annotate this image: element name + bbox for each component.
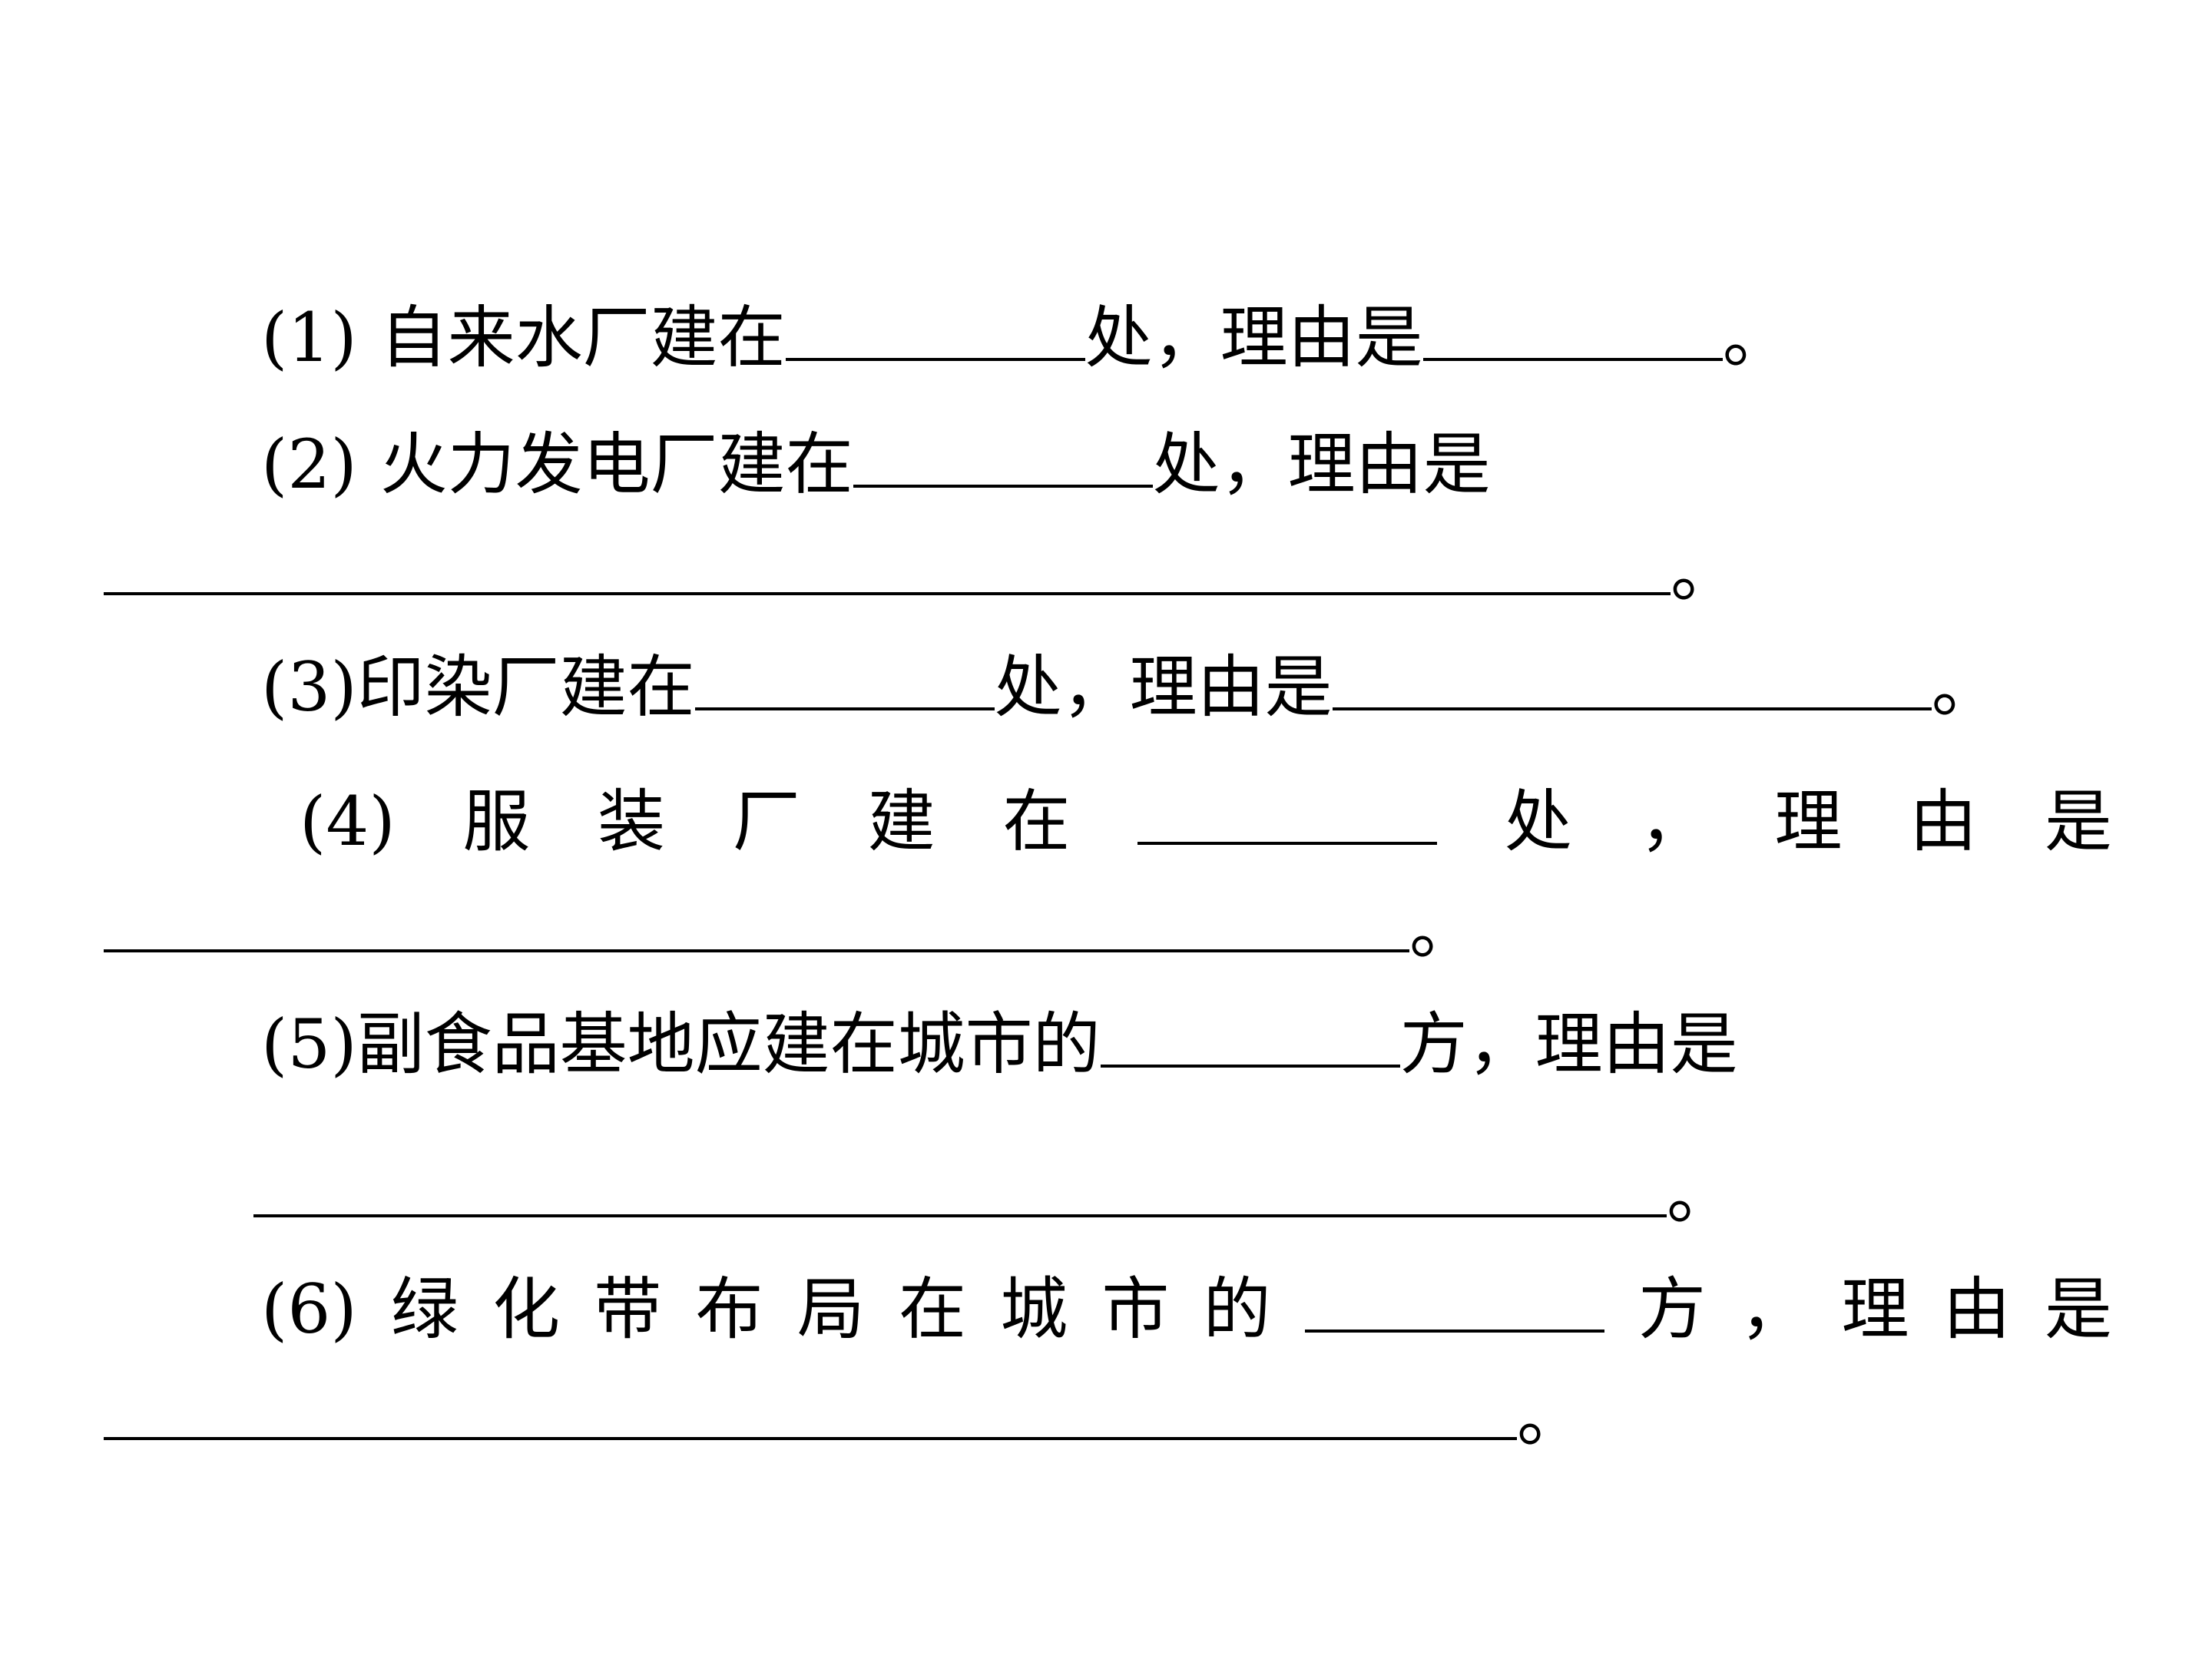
q6-end: 。 [1517, 1377, 1585, 1456]
q6-char-9: 的 [1203, 1270, 1271, 1349]
q6-reason-char-3: 是 [2044, 1270, 2112, 1349]
q5-blank-reason[interactable] [253, 1161, 1667, 1217]
q6-char-4: 布 [695, 1270, 763, 1349]
q3-text-b: 处，理由是 [994, 647, 1333, 727]
q5-number: (5) [261, 1005, 357, 1084]
q6-blank-direction[interactable] [1304, 1276, 1604, 1333]
q5-text-b: 方，理由是 [1399, 1005, 1738, 1084]
q6-number: (6) [261, 1270, 357, 1349]
q1-blank-location[interactable] [785, 304, 1085, 361]
q4-comma: ， [1639, 782, 1707, 861]
q4-end: 。 [1409, 889, 1478, 969]
question-6: (6) 绿 化 带 布 局 在 城 市 的 方 ， 理 由 是 [261, 1267, 2112, 1352]
q5-blank-direction[interactable] [1100, 1011, 1400, 1068]
q6-direction-char: 方 [1638, 1270, 1707, 1349]
q1-text-a: 自来水厂建在 [379, 298, 786, 377]
q6-char-6: 在 [898, 1270, 966, 1349]
question-4-continued: 。 [104, 887, 1477, 972]
q4-reason-char-3: 是 [2044, 782, 2112, 861]
q4-location-char: 处 [1504, 782, 1572, 861]
q4-reason-char-2: 由 [1909, 782, 1978, 861]
q4-char-2: 装 [598, 782, 666, 861]
q6-reason-char-2: 由 [1942, 1270, 2011, 1349]
q4-number: (4) [300, 782, 396, 861]
question-3: (3) 印染厂建在 处，理由是 。 [261, 645, 1999, 730]
q6-comma: ， [1740, 1270, 1808, 1349]
q2-number: (2) [261, 425, 357, 504]
q6-blank-reason[interactable] [104, 1383, 1517, 1440]
q4-blank-location[interactable] [1137, 788, 1438, 845]
q2-blank-location[interactable] [853, 431, 1153, 488]
q4-blank-reason[interactable] [104, 896, 1409, 952]
q3-text-a: 印染厂建在 [356, 647, 695, 727]
q3-blank-reason[interactable] [1332, 654, 1932, 710]
q6-reason-char-1: 理 [1841, 1270, 1909, 1349]
q6-char-3: 带 [594, 1270, 662, 1349]
question-2: (2) 火力发电厂建在 处，理由是 [261, 422, 1491, 507]
q2-end: 。 [1671, 532, 1739, 611]
q2-text-a: 火力发电厂建在 [379, 425, 853, 504]
q3-blank-location[interactable] [694, 654, 995, 710]
q3-end: 。 [1931, 647, 1999, 727]
question-6-continued: 。 [104, 1375, 1584, 1459]
q1-end: 。 [1722, 298, 1790, 377]
q5-text-a: 副食品基地应建在城市的 [356, 1005, 1101, 1084]
q1-text-b: 处，理由是 [1084, 298, 1423, 377]
q4-char-4: 建 [867, 782, 935, 861]
q4-char-3: 厂 [732, 782, 800, 861]
q6-char-2: 化 [492, 1270, 561, 1349]
question-5: (5) 副食品基地应建在城市的 方，理由是 [261, 1002, 1738, 1087]
q6-char-1: 绿 [390, 1270, 459, 1349]
question-5-continued: 。 [253, 1152, 1734, 1237]
question-2-continued: 。 [104, 530, 1738, 614]
question-4: (4) 服 装 厂 建 在 处 ， 理 由 是 [300, 780, 2112, 864]
question-1: (1) 自来水厂建在 处，理由是 。 [261, 296, 1790, 380]
q4-char-1: 服 [462, 782, 531, 861]
q1-blank-reason[interactable] [1422, 304, 1723, 361]
q2-blank-reason[interactable] [104, 538, 1671, 595]
q1-number: (1) [261, 298, 357, 377]
q2-text-b: 处，理由是 [1152, 425, 1491, 504]
q3-number: (3) [261, 647, 357, 727]
q5-end: 。 [1667, 1154, 1735, 1233]
q4-char-5: 在 [1002, 782, 1071, 861]
q6-char-5: 局 [796, 1270, 865, 1349]
q6-char-8: 市 [1101, 1270, 1170, 1349]
q6-char-7: 城 [1000, 1270, 1068, 1349]
q4-reason-char-1: 理 [1774, 782, 1843, 861]
